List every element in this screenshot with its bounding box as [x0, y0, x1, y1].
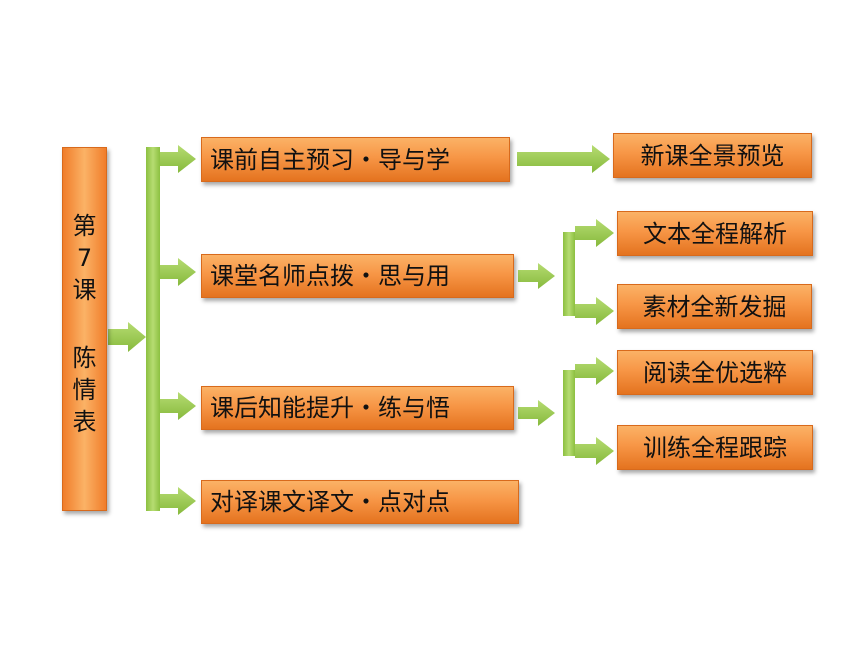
outcome-overview[interactable]: 新课全景预览 — [613, 133, 812, 178]
arrow-section-2-to-bracket — [518, 263, 555, 289]
title-char: 表 — [72, 408, 97, 436]
arrow-to-outcome-3 — [575, 297, 614, 325]
bracket-3 — [563, 370, 575, 456]
title-char: 7 — [76, 244, 93, 272]
title-char: 情 — [72, 376, 97, 404]
section-classroom[interactable]: 课堂名师点拨・思与用 — [201, 254, 514, 298]
title-char: 陈 — [72, 344, 97, 372]
section-preview[interactable]: 课前自主预习・导与学 — [201, 137, 510, 182]
outcome-materials[interactable]: 素材全新发掘 — [617, 284, 812, 329]
section-after-class[interactable]: 课后知能提升・练与悟 — [201, 386, 514, 430]
outcome-text-analysis[interactable]: 文本全程解析 — [617, 211, 813, 256]
arrow-to-outcome-5 — [575, 437, 614, 465]
bracket-2 — [563, 232, 575, 316]
arrow-to-section-2 — [160, 258, 196, 286]
arrow-title-to-sections — [108, 322, 146, 352]
lesson-title: 第 7 课 陈 情 表 — [62, 147, 107, 511]
arrow-to-section-1 — [160, 145, 196, 173]
arrow-section-3-to-bracket — [518, 400, 555, 426]
outcome-reading[interactable]: 阅读全优选粹 — [617, 350, 813, 395]
main-bracket — [146, 147, 160, 511]
outcome-training[interactable]: 训练全程跟踪 — [617, 425, 813, 470]
arrow-to-section-3 — [160, 392, 196, 420]
arrow-to-section-4 — [160, 487, 196, 515]
arrow-to-outcome-4 — [575, 357, 614, 385]
arrow-section-1-to-outcome — [517, 145, 610, 173]
title-char: 第 — [72, 212, 97, 240]
arrow-to-outcome-2 — [575, 219, 614, 247]
title-char: 课 — [72, 276, 97, 304]
section-translation[interactable]: 对译课文译文・点对点 — [201, 480, 519, 524]
